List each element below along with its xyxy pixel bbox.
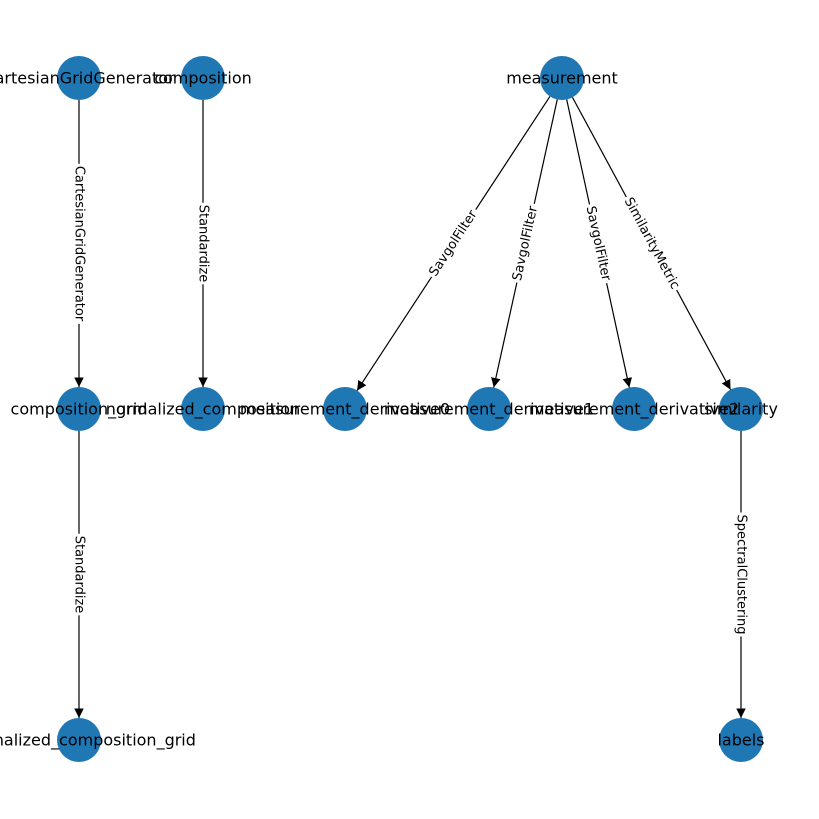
node-cartesian bbox=[57, 56, 101, 100]
edge-label: CartesianGridGenerator bbox=[72, 166, 87, 322]
node-label-normalized-composition-grid: normalized_composition_grid bbox=[0, 731, 196, 751]
edge-label-background bbox=[70, 533, 88, 616]
node-composition-grid bbox=[57, 387, 101, 431]
edge-label-group: SavgolFilter bbox=[581, 202, 615, 285]
edge-label: SpectralClustering bbox=[734, 515, 749, 635]
edge-label-background bbox=[194, 202, 212, 285]
node-label-measurement-derivative1: measurement_derivative1 bbox=[384, 400, 594, 420]
edge-label: Standardize bbox=[196, 205, 211, 283]
edge-label: SavgolFilter bbox=[426, 207, 481, 279]
node-label-cartesian: CartesianGridGenerator bbox=[0, 69, 175, 88]
node-measurement-derivative0 bbox=[323, 387, 367, 431]
edge-label-group: CartesianGridGenerator bbox=[70, 163, 88, 324]
edge-label-group: SavgolFilter bbox=[424, 204, 483, 282]
node-measurement-derivative2 bbox=[612, 387, 656, 431]
node-label-similarity: similarity bbox=[704, 400, 778, 419]
node-label-measurement: measurement bbox=[506, 69, 618, 88]
edge-label-background bbox=[581, 202, 615, 285]
edge-label: SavgolFilter bbox=[510, 204, 541, 282]
edge-label-background bbox=[508, 202, 543, 285]
node-composition bbox=[181, 56, 225, 100]
edge-label: Standardize bbox=[72, 536, 87, 614]
nodes-layer bbox=[57, 56, 763, 762]
edge-label-group: SimilarityMetric bbox=[618, 192, 685, 295]
edge-label-group: SpectralClustering bbox=[732, 512, 750, 637]
edge-label: SimilarityMetric bbox=[621, 195, 683, 292]
edge-label-group: Standardize bbox=[194, 202, 212, 285]
edge-label-group: SavgolFilter bbox=[508, 202, 543, 285]
node-similarity bbox=[719, 387, 763, 431]
node-label-measurement-derivative0: measurement_derivative0 bbox=[240, 400, 450, 420]
node-normalized-composition bbox=[181, 387, 225, 431]
edge-label-background bbox=[70, 163, 88, 324]
edge-label-group: Standardize bbox=[70, 533, 88, 616]
edge-label-background bbox=[618, 192, 685, 295]
node-label-labels: labels bbox=[717, 731, 764, 750]
edge-label-background bbox=[424, 204, 483, 282]
node-measurement-derivative1 bbox=[467, 387, 511, 431]
edge-label-background bbox=[732, 512, 750, 637]
node-labels bbox=[719, 718, 763, 762]
node-label-normalized-composition: normalized_composition bbox=[106, 400, 300, 420]
edge-label: SavgolFilter bbox=[583, 205, 614, 283]
node-measurement bbox=[540, 56, 584, 100]
node-label-measurement-derivative2: measurement_derivative2 bbox=[529, 400, 739, 420]
node-label-composition-grid: composition_grid bbox=[11, 400, 148, 420]
node-label-composition: composition bbox=[154, 69, 252, 88]
node-normalized-composition-grid bbox=[57, 718, 101, 762]
